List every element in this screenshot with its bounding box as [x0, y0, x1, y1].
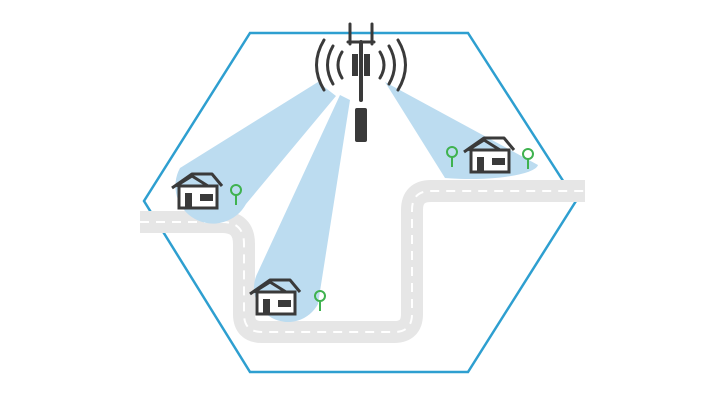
tree-icon-bottom: [314, 290, 326, 311]
house-icon-left: [171, 172, 224, 210]
beam-bottom: [254, 95, 350, 322]
tree-icon-right-a: [446, 146, 458, 167]
house-icon-bottom: [249, 278, 302, 316]
tree-icon-right-b: [522, 148, 534, 169]
cell-tower-icon: [315, 22, 407, 142]
house-icon-right: [463, 136, 516, 174]
road: [140, 180, 585, 343]
tree-icon-left: [230, 184, 242, 205]
